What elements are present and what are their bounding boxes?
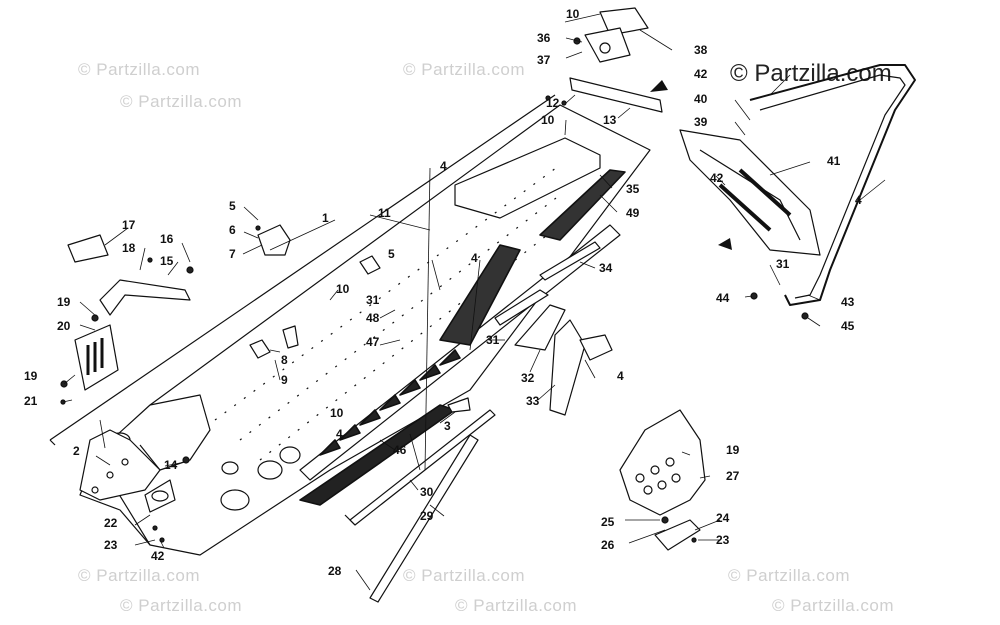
callout-36: 36 — [537, 31, 551, 45]
watermark-main: © Partzilla.com — [730, 60, 892, 87]
callout-5: 5 — [388, 247, 395, 261]
callout-31: 31 — [776, 257, 790, 271]
callout-40: 40 — [694, 92, 708, 106]
callout-9: 9 — [281, 373, 288, 387]
watermark: © Partzilla.com — [78, 60, 201, 79]
callout-43: 43 — [841, 295, 855, 309]
snow-flap — [679, 129, 821, 256]
callout-12: 12 — [546, 96, 560, 110]
callout-45: 45 — [841, 319, 855, 333]
callout-6: 6 — [229, 223, 236, 237]
callout-7: 7 — [229, 247, 236, 261]
watermark: © Partzilla.com — [120, 92, 243, 111]
slide-rods — [344, 409, 496, 603]
callout-31: 31 — [366, 293, 380, 307]
callout-4: 4 — [855, 193, 862, 207]
callout-27: 27 — [726, 469, 740, 483]
callout-2: 2 — [73, 444, 80, 458]
callout-39: 39 — [694, 115, 708, 129]
rear-bumper-loop — [749, 64, 916, 306]
callout-11: 11 — [378, 206, 391, 220]
callout-46: 46 — [393, 443, 407, 457]
clip-plate — [249, 339, 271, 359]
callout-30: 30 — [420, 485, 434, 499]
callout-10: 10 — [566, 7, 580, 21]
rear-brackets — [494, 241, 613, 416]
footrest-pad-left — [144, 479, 176, 513]
top-rear-parts — [569, 7, 663, 113]
clip-plate — [282, 325, 299, 349]
callout-24: 24 — [716, 511, 730, 525]
callout-22: 22 — [104, 516, 118, 530]
direction-arrows — [650, 80, 732, 250]
vent-grille — [74, 324, 119, 391]
callout-44: 44 — [716, 291, 730, 305]
callout-26: 26 — [601, 538, 615, 552]
callout-4: 4 — [336, 427, 343, 441]
small-bracket — [447, 397, 471, 413]
callout-10: 10 — [336, 282, 350, 296]
cover-plate — [67, 234, 109, 263]
watermark: © Partzilla.com — [403, 566, 526, 585]
callout-4: 4 — [440, 159, 447, 173]
callout-34: 34 — [599, 261, 613, 275]
leader-lines — [62, 13, 886, 591]
left-bracket — [79, 429, 161, 501]
watermark: © Partzilla.com — [78, 566, 201, 585]
callout-42: 42 — [710, 171, 724, 185]
callout-16: 16 — [160, 232, 174, 246]
callout-10: 10 — [541, 113, 555, 127]
watermark: © Partzilla.com — [120, 596, 243, 615]
watermark: © Partzilla.com — [772, 596, 895, 615]
callout-19: 19 — [24, 369, 38, 383]
callout-41: 41 — [827, 154, 841, 168]
watermark: © Partzilla.com — [403, 60, 526, 79]
callout-38: 38 — [694, 43, 708, 57]
hinge-bracket — [257, 224, 291, 256]
callout-10: 10 — [330, 406, 344, 420]
footrest-right — [619, 409, 706, 551]
callout-14: 14 — [164, 458, 178, 472]
callout-49: 49 — [626, 206, 640, 220]
callout-37: 37 — [537, 53, 551, 67]
callout-23: 23 — [716, 533, 730, 547]
callout-20: 20 — [57, 319, 71, 333]
callout-19: 19 — [726, 443, 740, 457]
watermark: © Partzilla.com — [455, 596, 578, 615]
callout-3: 3 — [444, 419, 451, 433]
callout-32: 32 — [521, 371, 535, 385]
callout-42: 42 — [151, 549, 165, 563]
callout-18: 18 — [122, 241, 136, 255]
callout-25: 25 — [601, 515, 615, 529]
watermark: © Partzilla.com — [728, 566, 851, 585]
callout-23: 23 — [104, 538, 118, 552]
callout-4: 4 — [617, 369, 624, 383]
callout-33: 33 — [526, 394, 540, 408]
callout-17: 17 — [122, 218, 136, 232]
callout-5: 5 — [229, 199, 236, 213]
callout-35: 35 — [626, 182, 640, 196]
callout-28: 28 — [328, 564, 342, 578]
callout-4: 4 — [471, 251, 478, 265]
callout-42: 42 — [694, 67, 708, 81]
callout-8: 8 — [281, 353, 288, 367]
callout-15: 15 — [160, 254, 174, 268]
callout-29: 29 — [420, 509, 434, 523]
callout-48: 48 — [366, 311, 380, 325]
callout-13: 13 — [603, 113, 617, 127]
callout-31: 31 — [486, 333, 500, 347]
tunnel-assembly — [79, 104, 651, 556]
frame-rail — [49, 94, 556, 441]
callout-21: 21 — [24, 394, 38, 408]
callout-1: 1 — [322, 211, 329, 225]
callout-47: 47 — [366, 335, 380, 349]
callout-19: 19 — [57, 295, 71, 309]
rear-bumper-handle — [99, 279, 191, 316]
